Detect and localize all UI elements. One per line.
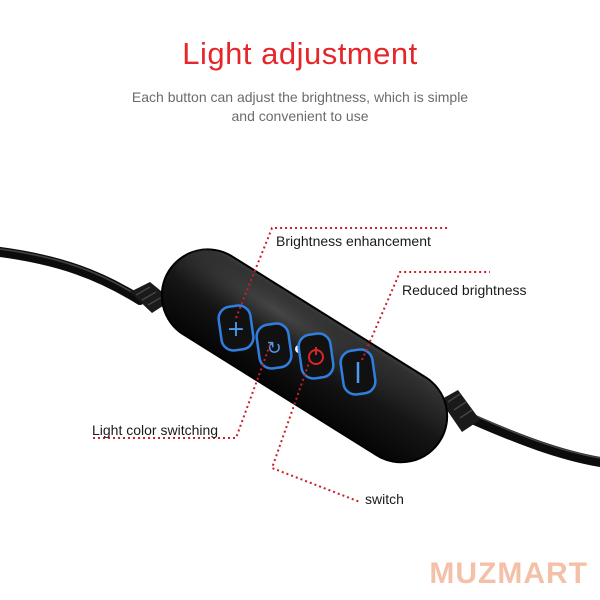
page-subtitle: Each button can adjust the brightness, w… <box>0 88 600 126</box>
button-power[interactable] <box>297 332 335 380</box>
leader-lines <box>90 227 490 503</box>
button-minus[interactable] <box>339 348 377 396</box>
subtitle-line-2: and convenient to use <box>231 108 369 124</box>
leader-brightness <box>235 227 450 319</box>
label-reduced-brightness: Reduced brightness <box>402 282 527 298</box>
button-plus[interactable]: + <box>217 304 255 352</box>
label-light-color-switching: Light color switching <box>92 422 219 438</box>
plus-icon: + <box>227 317 245 342</box>
strain-relief-left <box>130 282 172 313</box>
button-color-cycle[interactable]: ↻ <box>255 322 293 370</box>
cycle-icon: ↻ <box>266 338 281 359</box>
brand-watermark: MUZMART <box>429 557 588 590</box>
leader-reduced <box>361 271 490 361</box>
cable-left <box>0 247 145 305</box>
cable-right <box>465 413 600 467</box>
leader-color <box>90 344 271 439</box>
label-brightness-enhancement: Brightness enhancement <box>276 233 431 249</box>
subtitle-line-1: Each button can adjust the brightness, w… <box>131 89 469 105</box>
page-title: Light adjustment <box>182 36 418 71</box>
label-switch: switch <box>365 491 404 507</box>
strain-relief-right <box>440 390 480 432</box>
